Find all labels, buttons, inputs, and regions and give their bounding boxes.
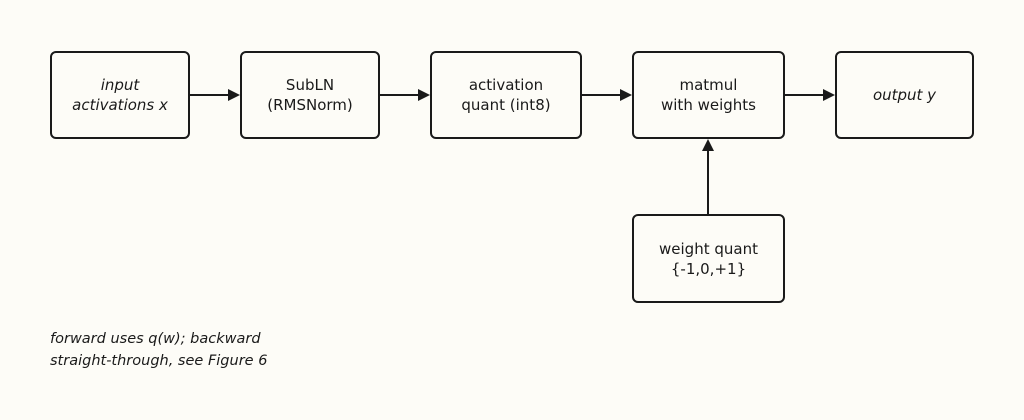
footnote-line: straight-through, see Figure 6 [50,353,268,369]
weight-quant-node: weight quant {-1,0,+1} [632,214,785,303]
node-label-line: (RMSNorm) [267,96,353,114]
node-label-line: input [100,76,140,94]
node-label-line: activations x [72,96,168,114]
node-label-line: SubLN [285,76,335,94]
node-label-line: matmul [679,76,738,94]
node-label-line: with weights [661,96,756,114]
activation-quant-node: activation quant (int8) [430,51,582,139]
subln-node: SubLN (RMSNorm) [240,51,380,139]
node-label-line: quant (int8) [461,96,551,114]
matmul-node: matmul with weights [632,51,785,139]
input-activations-node: input activations x [50,51,190,139]
footnote-line: forward uses q(w); backward [50,331,261,347]
node-label-line: output y [872,86,937,104]
output-node: output y [835,51,974,139]
node-label-line: activation [468,76,544,94]
node-label-line: weight quant [659,239,758,258]
node-label-line: {-1,0,+1} [670,259,747,278]
footnote: forward uses q(w); backward straight-thr… [50,328,267,372]
